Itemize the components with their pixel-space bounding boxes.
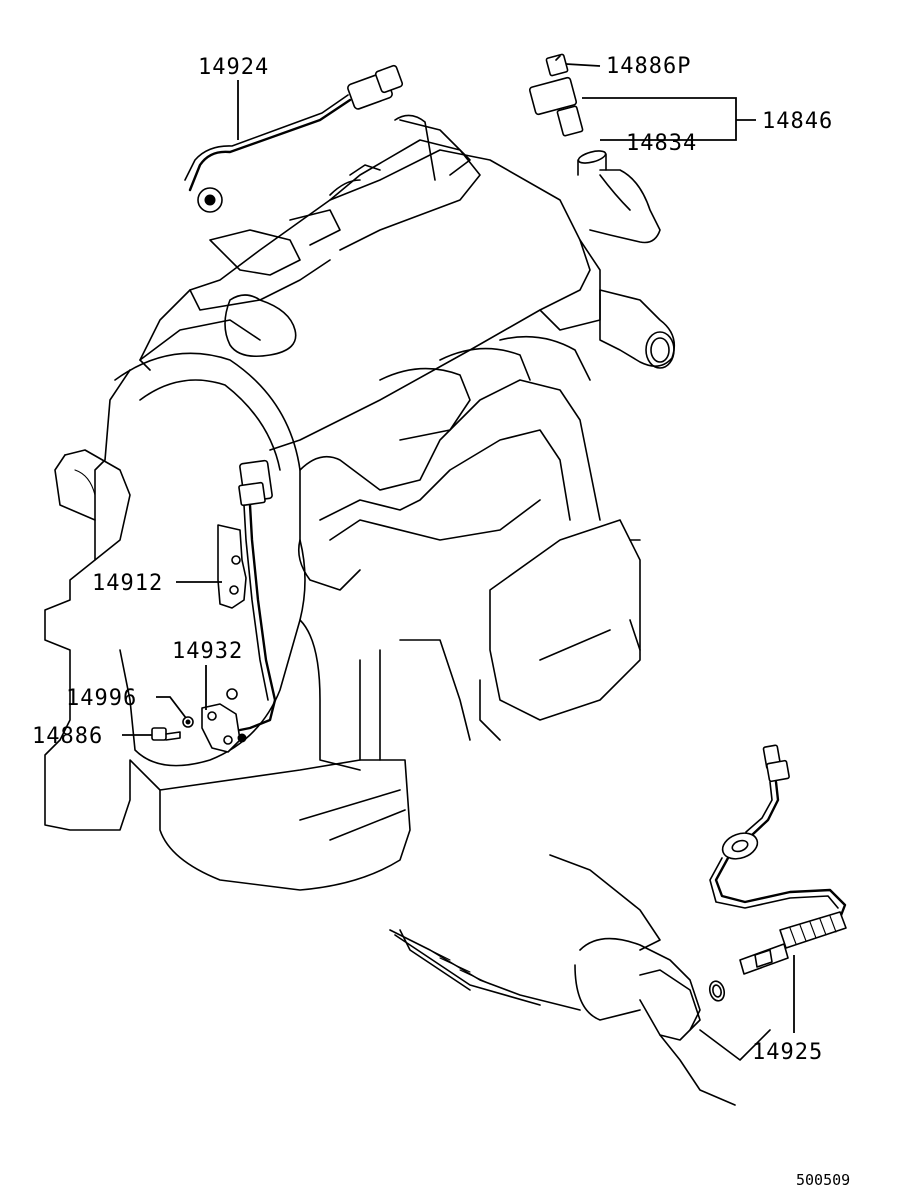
knock-sensor-harness-14924 [184, 64, 404, 213]
engine-block-drawing [44, 114, 676, 891]
callout-14834: 14834 [626, 131, 697, 156]
oxygen-sensor-14925 [709, 744, 847, 975]
callout-14886: 14886 [32, 724, 103, 749]
leader-lines [122, 63, 795, 1033]
exhaust-pipe-drawing [389, 854, 771, 1106]
callout-14925: 14925 [752, 1040, 823, 1065]
callout-14932: 14932 [172, 639, 243, 664]
callout-14886p: 14886P [606, 54, 691, 79]
callout-14924: 14924 [198, 55, 269, 80]
callout-14846: 14846 [762, 109, 833, 134]
callout-14912: 14912 [92, 571, 163, 596]
diagram-code: 500509 [796, 1171, 850, 1187]
crank-sensor-bracket-assembly [151, 459, 277, 753]
cam-position-sensor-14846 [528, 53, 607, 176]
callout-14996: 14996 [66, 686, 137, 711]
